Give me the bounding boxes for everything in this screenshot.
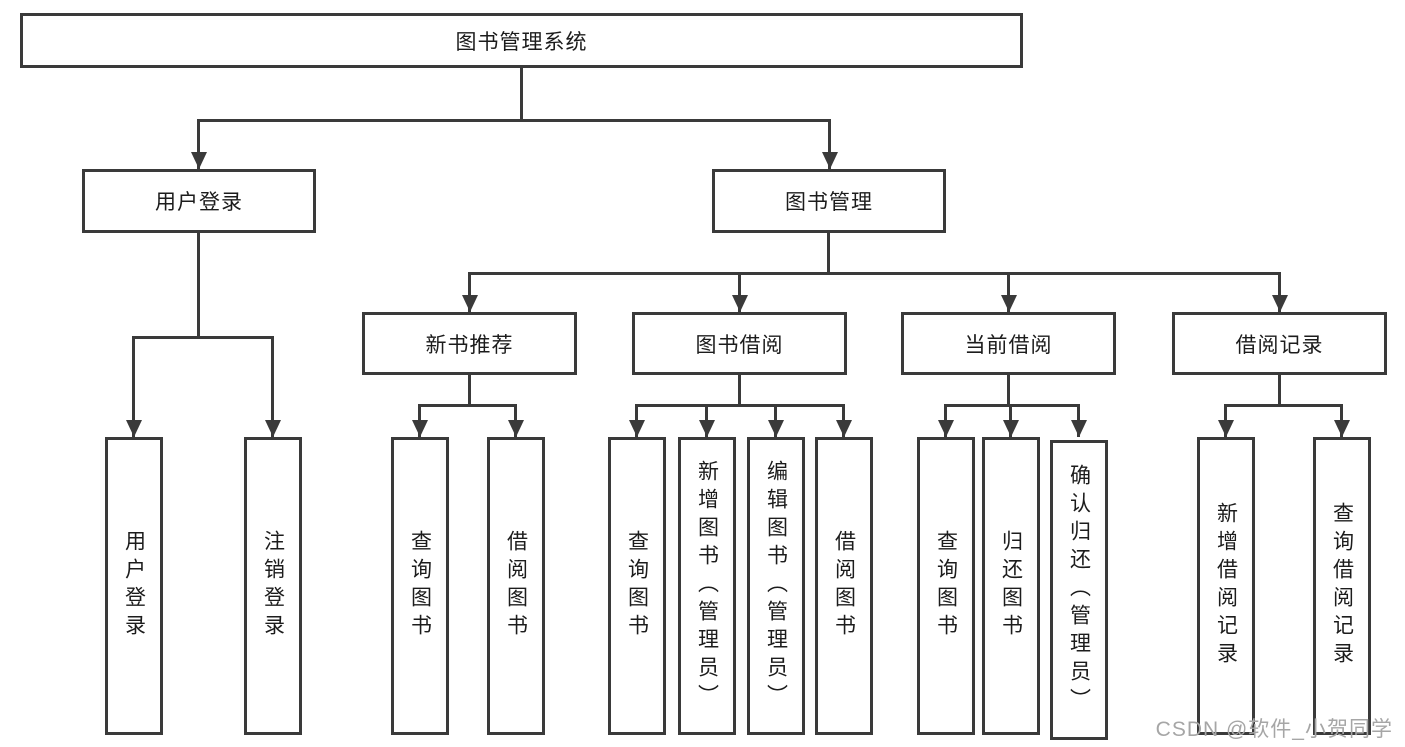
node-return-book-label: 归还图书	[999, 530, 1023, 642]
node-user-login-label: 用户登录	[155, 191, 243, 214]
connector-arrow-query-book-b	[635, 404, 638, 437]
connector-arrow-add-borrow-record	[1224, 404, 1227, 437]
connector-current-borrow-stem	[1007, 375, 1010, 404]
node-edit-book-admin: 编辑图书（管理员）	[747, 437, 805, 735]
connector-borrow-record-stem	[1278, 375, 1281, 404]
connector-arrow-edit-book-admin	[774, 404, 777, 437]
node-borrow-book-b-label: 借阅图书	[832, 530, 856, 642]
connector-new-book-stem	[468, 375, 471, 404]
connector-book-borrow-bar	[635, 404, 845, 407]
node-borrow-book-b: 借阅图书	[815, 437, 873, 735]
connector-arrow-query-book-a	[418, 404, 421, 437]
connector-arrow-user-login-leaf	[132, 336, 135, 437]
connector-arrow-current-borrow	[1007, 272, 1010, 312]
node-query-book-c-label: 查询图书	[934, 530, 958, 642]
node-edit-book-admin-label: 编辑图书（管理员）	[764, 460, 788, 712]
node-confirm-return-admin-label: 确认归还（管理员）	[1067, 464, 1091, 716]
connector-arrow-borrow-book-b	[842, 404, 845, 437]
node-add-book-admin-label: 新增图书（管理员）	[695, 460, 719, 712]
connector-book-management-stem	[827, 233, 830, 272]
node-query-book-b-label: 查询图书	[625, 530, 649, 642]
node-book-management: 图书管理	[712, 169, 946, 233]
connector-current-borrow-bar	[944, 404, 1080, 407]
node-add-borrow-record: 新增借阅记录	[1197, 437, 1255, 735]
node-add-borrow-record-label: 新增借阅记录	[1214, 502, 1238, 670]
connector-arrow-borrow-record	[1278, 272, 1281, 312]
node-root-label: 图书管理系统	[455, 30, 588, 54]
node-root: 图书管理系统	[20, 13, 1023, 68]
connector-root-stem	[520, 68, 523, 119]
node-user-login: 用户登录	[82, 169, 316, 233]
connector-user-login-bar	[132, 336, 274, 339]
node-book-management-label: 图书管理	[785, 191, 873, 214]
node-query-book-a: 查询图书	[391, 437, 449, 735]
node-query-book-a-label: 查询图书	[408, 530, 432, 642]
connector-book-borrow-stem	[738, 375, 741, 404]
node-user-login-leaf: 用户登录	[105, 437, 163, 735]
csdn-watermark: CSDN @软件_小贺同学	[1155, 718, 1393, 741]
node-new-book-recommend-label: 新书推荐	[425, 333, 514, 357]
node-borrow-book-a: 借阅图书	[487, 437, 545, 735]
node-borrow-book-a-label: 借阅图书	[504, 530, 528, 642]
node-user-login-leaf-label: 用户登录	[122, 530, 146, 642]
connector-arrow-query-book-c	[944, 404, 947, 437]
node-query-borrow-record-label: 查询借阅记录	[1330, 502, 1354, 670]
node-query-book-c: 查询图书	[917, 437, 975, 735]
connector-arrow-confirm-return	[1077, 404, 1080, 437]
node-borrow-record: 借阅记录	[1172, 312, 1387, 375]
connector-user-login-stem	[197, 233, 200, 336]
connector-root-bar	[197, 119, 831, 122]
connector-arrow-logout-leaf	[271, 336, 274, 437]
node-current-borrow: 当前借阅	[901, 312, 1116, 375]
node-add-book-admin: 新增图书（管理员）	[678, 437, 736, 735]
connector-new-book-bar	[418, 404, 517, 407]
connector-book-management-bar	[468, 272, 1281, 275]
node-book-borrow: 图书借阅	[632, 312, 847, 375]
node-borrow-record-label: 借阅记录	[1235, 333, 1324, 357]
connector-arrow-query-borrow-record	[1340, 404, 1343, 437]
connector-arrow-return-book	[1009, 404, 1012, 437]
node-query-borrow-record: 查询借阅记录	[1313, 437, 1371, 735]
node-confirm-return-admin: 确认归还（管理员）	[1050, 440, 1108, 740]
node-query-book-b: 查询图书	[608, 437, 666, 735]
connector-arrow-new-book-recommend	[468, 272, 471, 312]
connector-arrow-borrow-book-a	[514, 404, 517, 437]
connector-arrow-user-login	[197, 119, 200, 169]
connector-arrow-book-management	[828, 119, 831, 169]
node-return-book: 归还图书	[982, 437, 1040, 735]
connector-borrow-record-bar	[1224, 404, 1343, 407]
node-logout-leaf-label: 注销登录	[261, 530, 285, 642]
node-logout-leaf: 注销登录	[244, 437, 302, 735]
connector-arrow-add-book-admin	[705, 404, 708, 437]
connector-arrow-book-borrow	[738, 272, 741, 312]
node-new-book-recommend: 新书推荐	[362, 312, 577, 375]
node-book-borrow-label: 图书借阅	[695, 333, 784, 357]
node-current-borrow-label: 当前借阅	[964, 333, 1053, 357]
